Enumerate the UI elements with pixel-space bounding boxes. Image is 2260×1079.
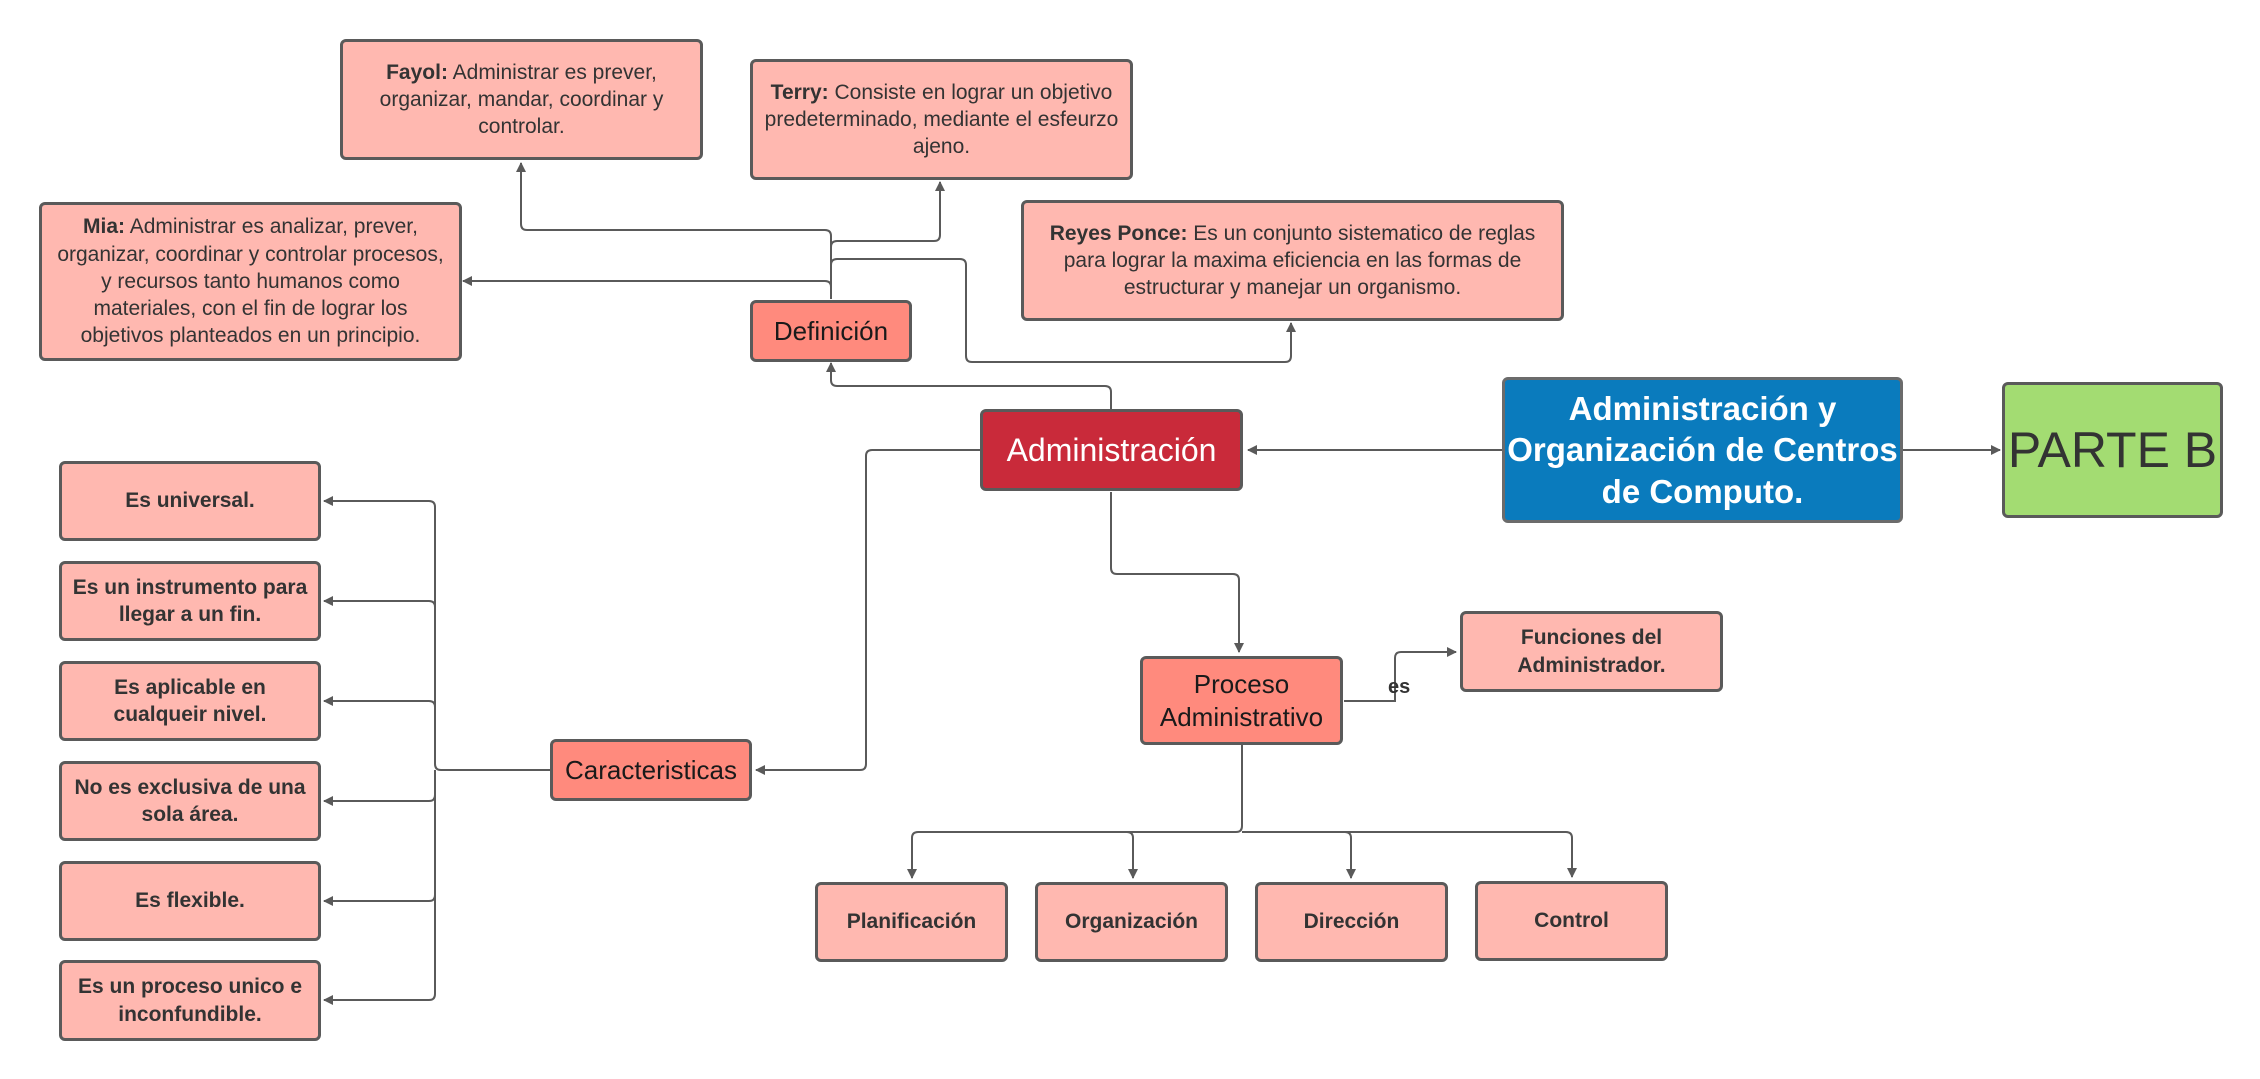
edge-admin-proceso [1110,492,1244,653]
node-administracion: Administración [980,409,1243,491]
definition-reyes-text: Es un conjunto sistematico de reglas par… [1063,221,1536,300]
edge-proceso-direccion [1242,831,1356,879]
definition-mia: Mia: Administrar es analizar, prever, or… [39,202,462,361]
definition-fayol: Fayol: Administrar es prever, organizar,… [340,39,703,160]
edge-def-fayol [516,162,832,299]
edge-car-f5 [323,795,436,906]
feature-item-4: No es exclusiva de una sola área. [59,761,321,841]
node-parte-b: PARTE B [2002,382,2223,518]
stage-control: Control [1475,881,1668,961]
edge-proceso-organizacion [1126,831,1138,879]
edge-def-reyes [830,258,1296,363]
edge-car-f6 [323,895,436,1005]
edge-proceso-funciones [1344,647,1457,702]
feature-item-5: Es flexible. [59,861,321,941]
stage-organizacion: Organización [1035,882,1228,962]
definition-terry-author: Terry: [770,80,829,104]
definition-terry-text: Consiste en lograr un objetivo predeterm… [764,80,1119,159]
feature-item-6: Es un proceso unico e inconfundible. [59,960,321,1041]
node-funciones-administrador: Funciones del Administrador. [1460,611,1723,692]
feature-item-2: Es un instrumento para llegar a un fin. [59,561,321,641]
stage-direccion: Dirección [1255,882,1448,962]
edge-car-f4 [323,770,436,806]
node-proceso-administrativo: Proceso Administrativo [1140,656,1343,745]
node-definicion: Definición [750,300,912,362]
edge-def-mia [462,276,832,299]
feature-item-3: Es aplicable en cualqueir nivel. [59,661,321,741]
definition-reyes-author: Reyes Ponce: [1049,221,1188,245]
stage-planificacion: Planificación [815,882,1008,962]
connector-label-es: es [1388,676,1411,698]
edge-proceso-control [1345,831,1577,878]
edge-car-f3 [323,696,436,708]
edge-def-terry [830,181,945,299]
definition-mia-author: Mia: [83,215,126,239]
edge-car-f1 [323,496,550,771]
definition-terry: Terry: Consiste en lograr un objetivo pr… [750,59,1133,180]
edge-admin-definicion [826,362,1112,409]
node-caracteristicas: Caracteristicas [550,739,752,801]
feature-item-1: Es universal. [59,461,321,541]
definition-fayol-author: Fayol: [386,60,448,84]
edge-proceso-stages [907,745,1243,879]
definition-reyes-ponce: Reyes Ponce: Es un conjunto sistematico … [1021,200,1564,321]
edge-car-f2 [323,596,436,608]
edge-admin-caracteristicas [755,449,980,775]
node-title: Administración y Organización de Centros… [1502,377,1903,523]
definition-fayol-text: Administrar es prever, organizar, mandar… [379,60,664,139]
definition-mia-text: Administrar es analizar, prever, organiz… [57,215,444,348]
